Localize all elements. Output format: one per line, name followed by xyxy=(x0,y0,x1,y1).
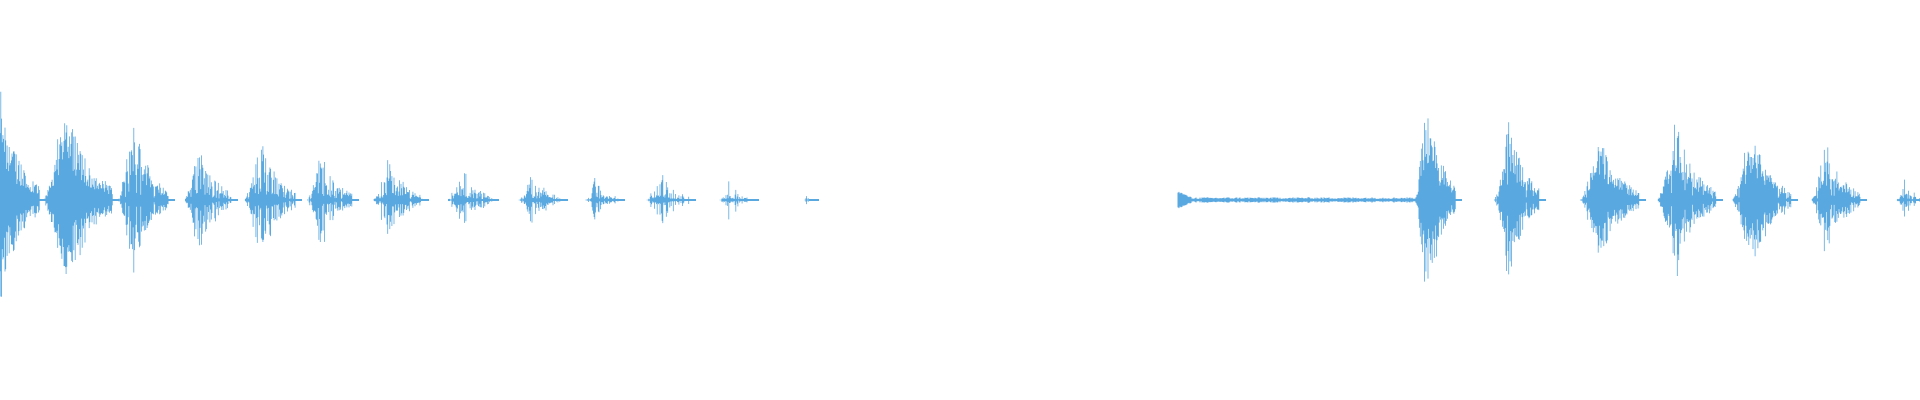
waveform-burst xyxy=(646,175,696,224)
waveform-burst xyxy=(184,155,238,246)
waveform-burst xyxy=(518,177,568,223)
waveform-burst xyxy=(1896,179,1920,217)
waveform-burst-trace xyxy=(447,173,493,223)
waveform-burst-trace xyxy=(585,178,619,220)
waveform-burst-trace xyxy=(1494,122,1540,275)
waveform-burst-trace xyxy=(43,123,113,274)
waveform-burst xyxy=(117,127,175,273)
waveform-burst xyxy=(307,160,359,242)
waveform-burst xyxy=(373,160,429,234)
waveform-burst xyxy=(43,123,119,274)
waveform-burst xyxy=(244,146,302,243)
waveform-burst xyxy=(1580,147,1646,253)
waveform-burst xyxy=(1494,122,1546,275)
waveform-burst xyxy=(803,196,819,205)
waveform-bursts xyxy=(0,91,1920,297)
waveform-burst-trace xyxy=(373,160,423,234)
waveform-burst-trace xyxy=(0,91,40,297)
waveform-burst xyxy=(1732,145,1798,257)
waveform-burst-trace xyxy=(1896,179,1920,217)
waveform-burst xyxy=(719,181,759,220)
waveform-burst xyxy=(447,173,499,223)
waveform-burst xyxy=(0,91,46,297)
waveform-burst xyxy=(1811,147,1867,252)
waveform-burst xyxy=(1657,124,1723,276)
waveform-burst-trace xyxy=(307,160,353,242)
waveform-burst-trace xyxy=(244,146,296,243)
waveform-low-noise-segment xyxy=(1177,191,1422,209)
waveform-burst xyxy=(585,178,625,220)
